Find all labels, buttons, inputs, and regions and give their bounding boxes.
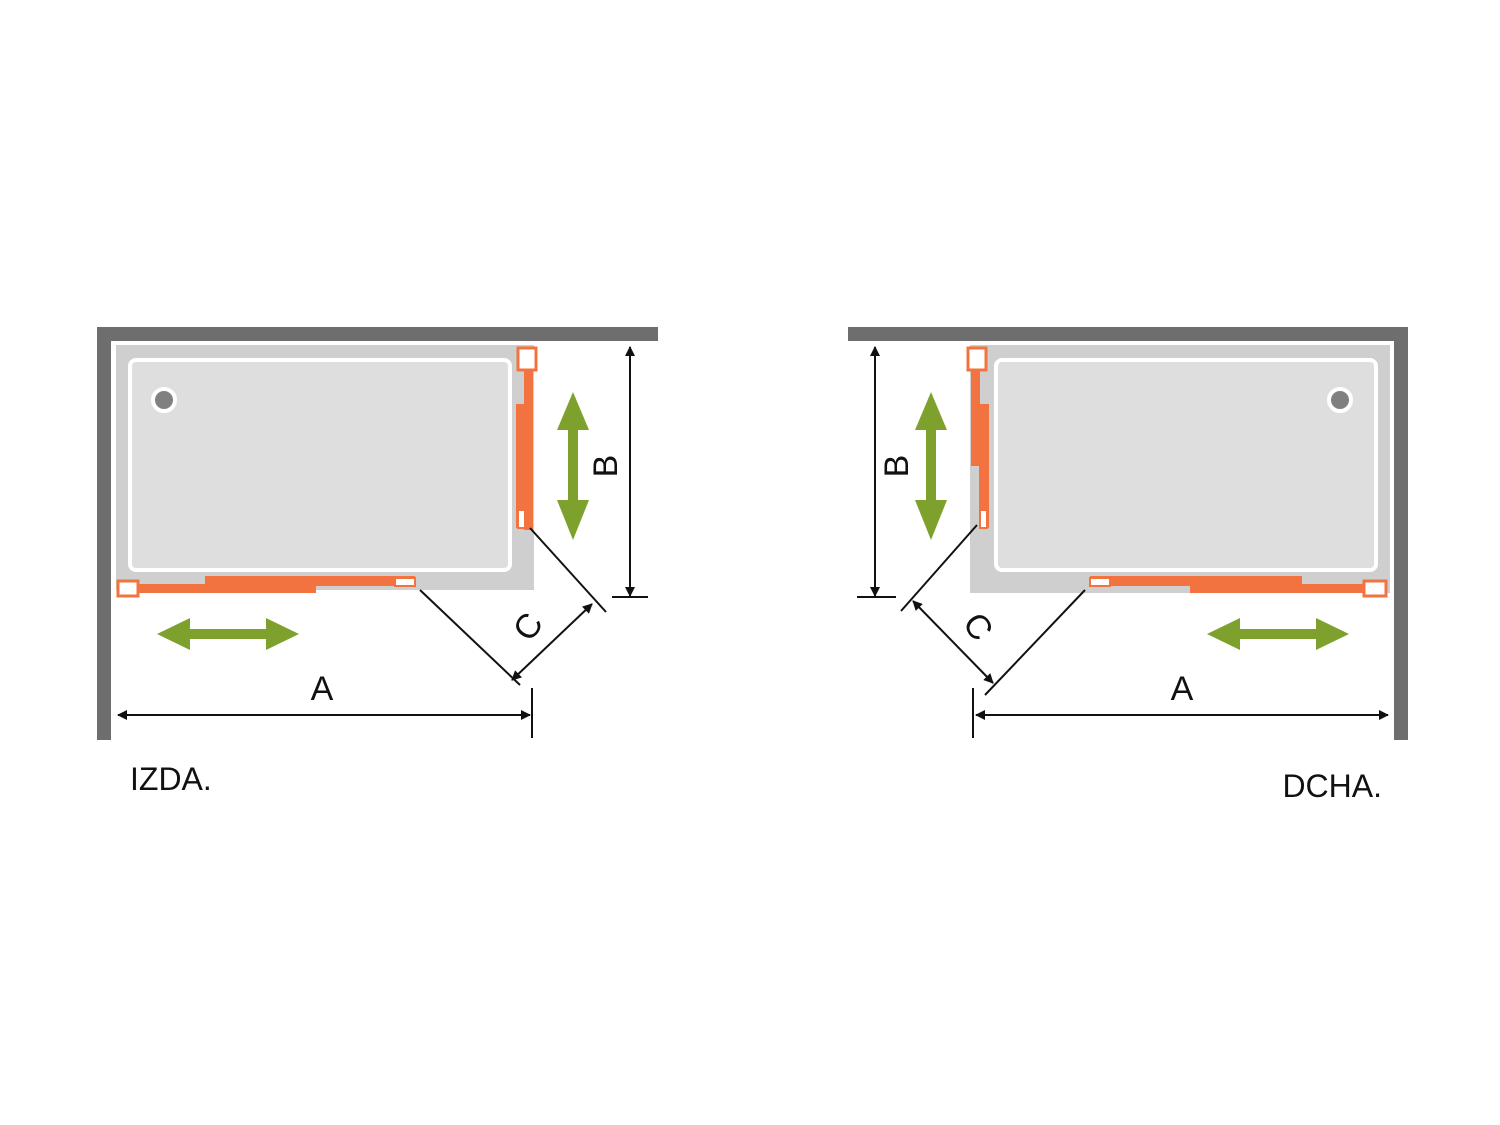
left-side-label: IZDA. <box>130 761 212 797</box>
right-dimension-a-label: A <box>1171 670 1194 708</box>
left-horizontal-slide-arrow <box>157 618 299 650</box>
right-dimension-c-line <box>912 600 994 684</box>
left-front-door-swing-line <box>419 589 521 686</box>
left-drain-icon <box>151 387 177 413</box>
right-plan: A B C DCHA. <box>848 327 1408 804</box>
left-tray-basin <box>128 358 512 572</box>
left-back-wall <box>97 327 658 341</box>
left-dimension-a-label: A <box>311 670 334 708</box>
left-front-glass-panel <box>116 576 416 598</box>
right-front-door-swing-line <box>984 589 1086 696</box>
left-side-glass-panel <box>516 346 538 530</box>
right-side-label: DCHA. <box>1282 768 1382 804</box>
right-side-wall <box>1394 327 1408 740</box>
right-horizontal-slide-arrow <box>1207 618 1349 650</box>
right-drain-icon <box>1327 387 1353 413</box>
left-dimension-c-line <box>511 603 593 681</box>
right-front-glass-panel <box>1089 576 1388 598</box>
right-side-door-swing-line <box>900 524 978 612</box>
right-dimension-b-label: B <box>878 455 916 478</box>
left-dimension-b-label: B <box>587 455 625 478</box>
right-side-glass-panel <box>966 346 989 529</box>
right-dimension-c-label: C <box>955 606 1000 648</box>
left-side-wall <box>97 327 111 740</box>
right-tray-basin <box>994 358 1378 572</box>
left-plan: A B C IZDA. <box>97 327 658 797</box>
right-vertical-slide-arrow <box>915 392 947 540</box>
left-vertical-slide-arrow <box>557 392 589 540</box>
right-back-wall <box>848 327 1408 341</box>
left-side-door-swing-line <box>529 527 607 613</box>
left-dimension-c-label: C <box>506 606 551 648</box>
